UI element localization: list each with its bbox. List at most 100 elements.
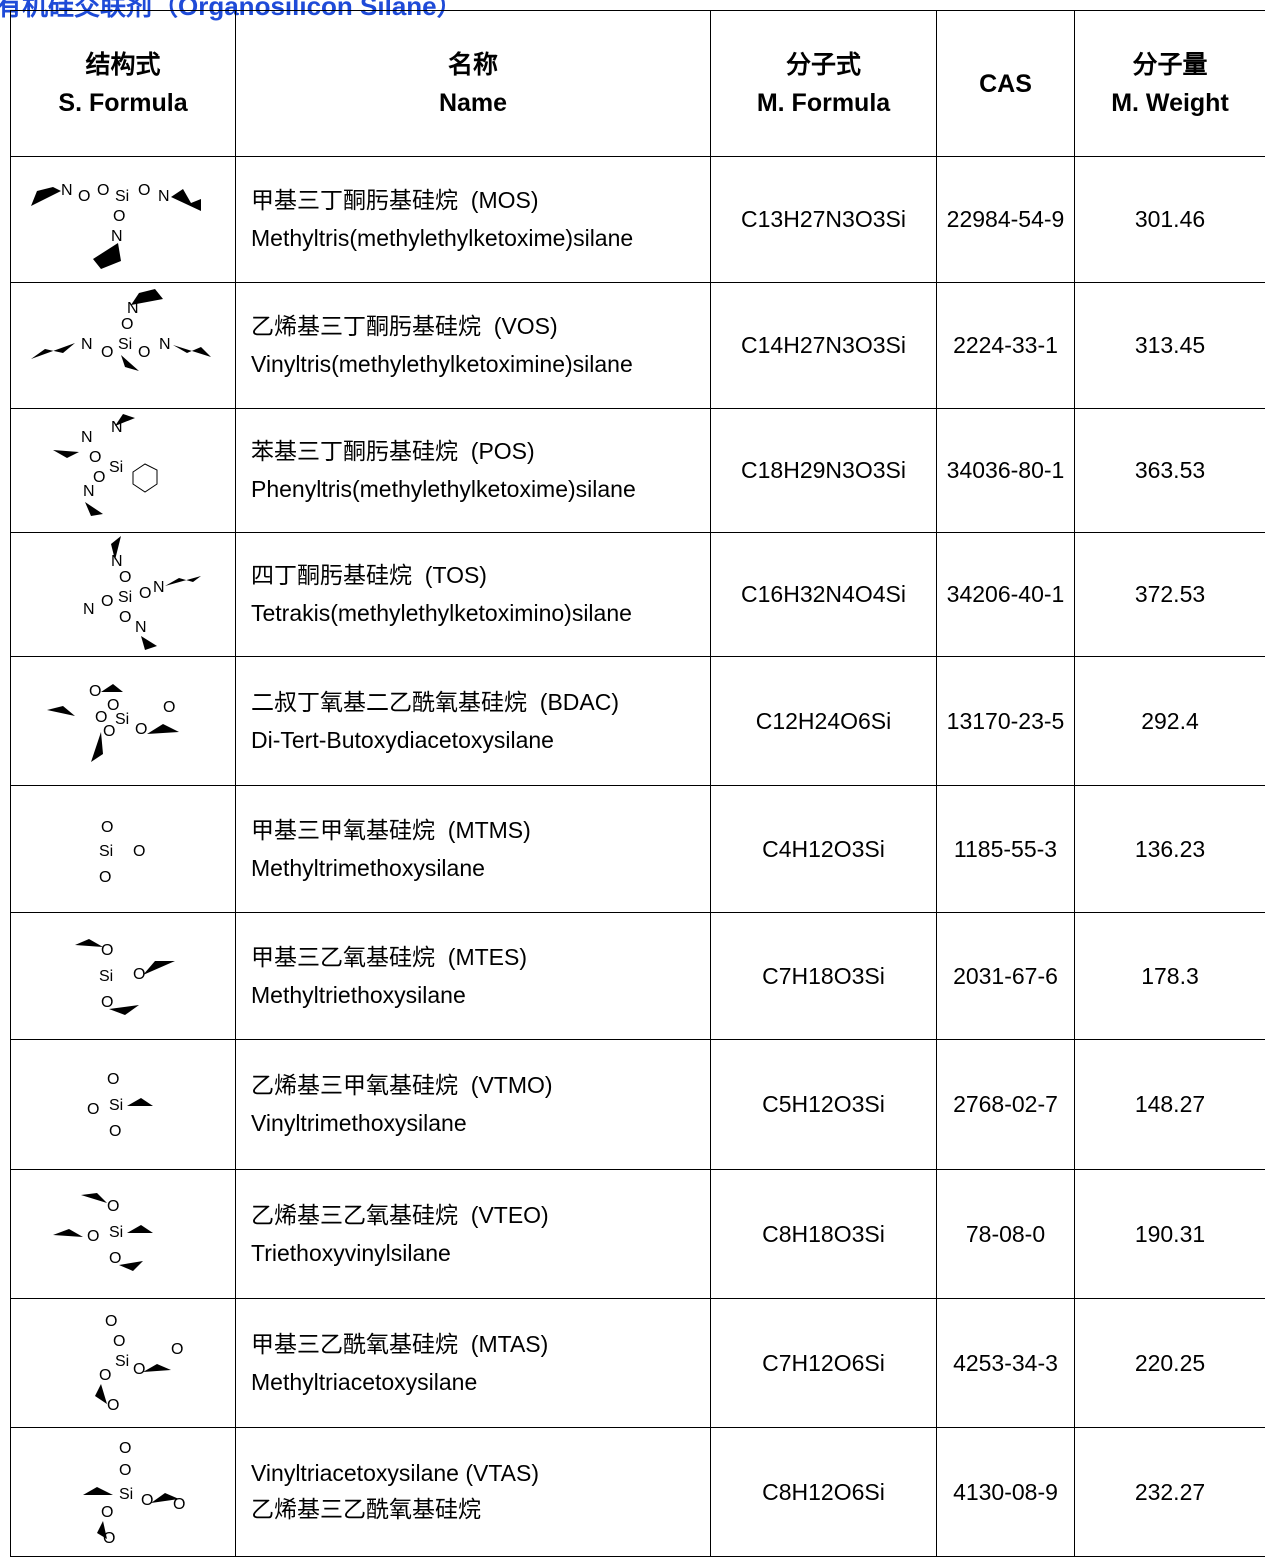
cas-cell: 4130-08-9	[936, 1427, 1075, 1557]
name-line-2: Vinyltrimethoxysilane	[251, 1110, 467, 1136]
formula-cell: C8H12O6Si	[710, 1427, 937, 1557]
name-line-1: Vinyltriacetoxysilane (VTAS)	[251, 1455, 710, 1492]
name-line-1: 四丁酮肟基硅烷 (TOS)	[251, 557, 710, 595]
structure-cell	[10, 1298, 236, 1428]
structure-cell	[10, 1427, 236, 1557]
name-cell: 甲基三甲氧基硅烷 (MTMS) Methyltrimethoxysilane	[235, 785, 711, 913]
name-line-1: 乙烯基三乙氧基硅烷 (VTEO)	[251, 1197, 710, 1235]
name-line-1: 甲基三甲氧基硅烷 (MTMS)	[251, 812, 710, 850]
table-row: 甲基三甲氧基硅烷 (MTMS) Methyltrimethoxysilane C4H…	[10, 785, 1265, 913]
formula-cell: C16H32N4O4Si	[710, 532, 937, 657]
name-abbrev: Vinyltriacetoxysilane (VTAS)	[251, 1460, 540, 1486]
name-zh: 二叔丁氧基二乙酰氧基硅烷	[251, 689, 527, 716]
cas-cell: 1185-55-3	[936, 785, 1075, 913]
name-abbrev: (BDAC)	[539, 688, 620, 715]
structure-cell	[10, 912, 236, 1040]
name-abbrev: (POS)	[470, 438, 535, 464]
name-zh: 甲基三甲氧基硅烷	[251, 817, 435, 844]
cas-cell: 34206-40-1	[936, 532, 1075, 657]
header-name-en: Name	[438, 88, 508, 117]
name-line-2: Tetrakis(methylethylketoximino)silane	[251, 600, 632, 626]
table-row: 甲基三乙酰氧基硅烷 (MTAS) Methyltriacetoxysilane C7…	[10, 1298, 1265, 1428]
formula-cell: C8H18O3Si	[710, 1169, 937, 1299]
name-cell: 乙烯基三乙氧基硅烷 (VTEO) Triethoxyvinylsilane	[235, 1169, 711, 1299]
phenyltris-oxime-structure-icon	[52, 413, 158, 528]
header-name: 名称 Name	[235, 10, 711, 157]
methyltris-oxime-structure-icon	[31, 172, 201, 271]
molecular-weight-cell: 313.45	[1074, 282, 1265, 409]
cas-cell: 22984-54-9	[936, 156, 1075, 283]
name-line-2: Methyltrimethoxysilane	[251, 854, 485, 881]
methyltriacetoxy-structure-icon	[83, 1313, 184, 1414]
formula-cell: C7H12O6Si	[710, 1298, 937, 1428]
structure-cell	[10, 1039, 236, 1170]
name-line-2: Methyltriacetoxysilane	[251, 1368, 478, 1395]
structure-cell	[10, 532, 236, 657]
name-line-2: Methyltris(methylethylketoxime)silane	[251, 225, 634, 251]
table-row: 乙烯基三乙氧基硅烷 (VTEO) Triethoxyvinylsilane C8H1…	[10, 1169, 1265, 1299]
table-row: 苯基三丁酮肟基硅烷 (POS) Phenyltris(methylethylket…	[10, 408, 1265, 533]
name-cell: 甲基三丁酮肟基硅烷 (MOS)Methyltris(methylethylket…	[235, 156, 711, 283]
molecular-weight-cell: 301.46	[1074, 156, 1265, 283]
molecular-weight-cell: 136.23	[1074, 785, 1265, 913]
vinyltriethoxy-structure-icon	[53, 1193, 153, 1271]
vinyltrimethoxy-structure-icon	[69, 1067, 153, 1146]
header-weight: 分子量 M. Weight	[1074, 10, 1265, 157]
table-header-row: 结构式 S. Formula 名称 Name 分子式 M. Formula CA…	[10, 10, 1265, 157]
name-line-1: 乙烯基三丁酮肟基硅烷 (VOS)	[251, 308, 710, 346]
header-structure-zh: 结构式	[85, 49, 161, 79]
molecular-weight-cell: 232.27	[1074, 1427, 1265, 1557]
name-line-2: Triethoxyvinylsilane	[251, 1239, 451, 1266]
molecular-weight-cell: 372.53	[1074, 532, 1265, 657]
name-line-1: 二叔丁氧基二乙酰氧基硅烷 (BDAC)	[251, 684, 710, 722]
name-line-1: 甲基三乙酰氧基硅烷 (MTAS)	[251, 1326, 710, 1364]
name-line-2: Phenyltris(methylethylketoxime)silane	[251, 476, 636, 502]
name-zh: 甲基三乙氧基硅烷	[251, 944, 435, 971]
cas-cell: 34036-80-1	[936, 408, 1075, 533]
name-cell: 甲基三乙氧基硅烷 (MTES) Methyltriethoxysilane	[235, 912, 711, 1040]
formula-cell: C4H12O3Si	[710, 785, 937, 913]
name-cell: 二叔丁氧基二乙酰氧基硅烷 (BDAC) Di-Tert-Butoxydiaceto…	[235, 656, 711, 786]
name-abbrev: (VOS)	[493, 313, 558, 339]
di-tert-butoxy-diacetoxy-structure-icon	[47, 683, 179, 770]
name-line-2: Di-Tert-Butoxydiacetoxysilane	[251, 726, 554, 753]
name-line-2: 乙烯基三乙酰氧基硅烷	[251, 1497, 481, 1523]
formula-cell: C13H27N3O3Si	[710, 156, 937, 283]
table-row: 乙烯基三丁酮肟基硅烷 (VOS)Vinyltris(methylethylket…	[10, 282, 1265, 409]
name-abbrev: (MTES)	[447, 943, 527, 970]
name-zh: 乙烯基三丁酮肟基硅烷	[251, 314, 481, 340]
methyltriethoxy-structure-icon	[75, 939, 175, 1015]
molecular-weight-cell: 220.25	[1074, 1298, 1265, 1428]
table-row: Vinyltriacetoxysilane (VTAS) 乙烯基三乙酰氧基硅烷 C8…	[10, 1427, 1265, 1557]
tetrakis-oxime-structure-icon	[63, 535, 201, 650]
cas-cell: 2031-67-6	[936, 912, 1075, 1040]
molecular-weight-cell: 178.3	[1074, 912, 1265, 1040]
formula-cell: C12H24O6Si	[710, 656, 937, 786]
name-line-1: 乙烯基三甲氧基硅烷 (VTMO)	[251, 1067, 710, 1105]
molecular-weight-cell: 148.27	[1074, 1039, 1265, 1170]
name-cell: 甲基三乙酰氧基硅烷 (MTAS) Methyltriacetoxysilane	[235, 1298, 711, 1428]
name-cell: 苯基三丁酮肟基硅烷 (POS) Phenyltris(methylethylket…	[235, 408, 711, 533]
table-row: 二叔丁氧基二乙酰氧基硅烷 (BDAC) Di-Tert-Butoxydiaceto…	[10, 656, 1265, 786]
header-weight-zh: 分子量	[1132, 49, 1208, 79]
header-cas-label: CAS	[979, 69, 1032, 98]
name-line-1: 苯基三丁酮肟基硅烷 (POS)	[251, 433, 710, 471]
name-zh: 乙烯基三甲氧基硅烷	[251, 1073, 458, 1099]
cas-cell: 4253-34-3	[936, 1298, 1075, 1428]
formula-cell: C5H12O3Si	[710, 1039, 937, 1170]
name-line-2: Methyltriethoxysilane	[251, 981, 466, 1008]
name-abbrev: (MTAS)	[470, 1330, 549, 1357]
name-zh: 乙烯基三乙氧基硅烷	[251, 1202, 458, 1229]
formula-cell: C14H27N3O3Si	[710, 282, 937, 409]
cas-cell: 13170-23-5	[936, 656, 1075, 786]
molecular-weight-cell: 363.53	[1074, 408, 1265, 533]
structure-cell	[10, 156, 236, 283]
structure-cell	[10, 656, 236, 786]
name-cell: 四丁酮肟基硅烷 (TOS) Tetrakis(methylethylketoxim…	[235, 532, 711, 657]
cas-cell: 2224-33-1	[936, 282, 1075, 409]
cas-cell: 2768-02-7	[936, 1039, 1075, 1170]
silane-table: 结构式 S. Formula 名称 Name 分子式 M. Formula CA…	[10, 10, 1265, 1557]
header-formula-en: M. Formula	[756, 88, 891, 117]
name-abbrev: (MOS)	[470, 187, 539, 213]
